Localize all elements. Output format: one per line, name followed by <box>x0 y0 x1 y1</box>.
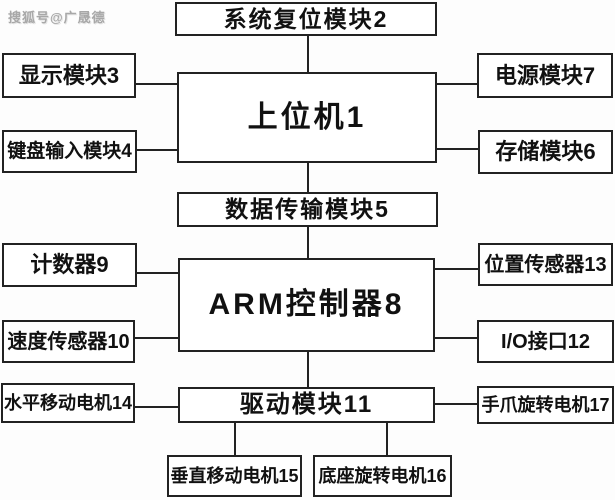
block-vertical-move-motor-15: 垂直移动电机15 <box>167 455 302 497</box>
block-power-module-7: 电源模块7 <box>477 53 613 98</box>
connector-keyboard-to-host <box>137 149 177 151</box>
connector-arm-to-drive <box>307 352 309 387</box>
block-system-reset-module-2: 系统复位模块2 <box>175 2 437 36</box>
connector-display-to-host <box>136 83 177 85</box>
block-host-computer-1: 上位机1 <box>177 72 437 163</box>
block-gripper-rotate-motor-17: 手爪旋转电机17 <box>477 386 614 424</box>
block-arm-controller-8: ARM控制器8 <box>178 258 435 352</box>
connector-reset-to-host <box>307 36 309 72</box>
block-speed-sensor-10: 速度传感器10 <box>2 320 135 363</box>
block-position-sensor-13: 位置传感器13 <box>478 243 613 286</box>
block-horizontal-move-motor-14: 水平移动电机14 <box>1 383 135 423</box>
connector-host-to-power <box>437 83 477 85</box>
connector-host-to-storage <box>437 148 478 150</box>
block-display-module-3: 显示模块3 <box>2 53 136 98</box>
watermark-text: 搜狐号@广晟德 <box>8 10 106 25</box>
connector-hmotor-to-drive <box>135 406 178 408</box>
block-drive-module-11: 驱动模块11 <box>178 387 435 423</box>
connector-data-to-arm <box>307 227 309 258</box>
block-base-rotate-motor-16: 底座旋转电机16 <box>313 455 452 497</box>
connector-drive-to-gripper <box>435 403 477 405</box>
connector-drive-to-vmotor <box>234 423 236 455</box>
connector-drive-to-bmotor <box>386 423 388 455</box>
block-keyboard-input-module-4: 键盘输入模块4 <box>2 130 137 173</box>
block-io-interface-12: I/O接口12 <box>477 320 614 363</box>
connector-host-to-data <box>307 163 309 192</box>
block-counter-9: 计数器9 <box>2 243 137 287</box>
block-data-transfer-module-5: 数据传输模块5 <box>177 192 438 227</box>
block-storage-module-6: 存储模块6 <box>478 130 613 174</box>
connector-arm-to-position <box>435 268 478 270</box>
connector-speed-to-arm <box>135 337 178 339</box>
connector-counter-to-arm <box>137 272 178 274</box>
connector-arm-to-io <box>435 337 477 339</box>
